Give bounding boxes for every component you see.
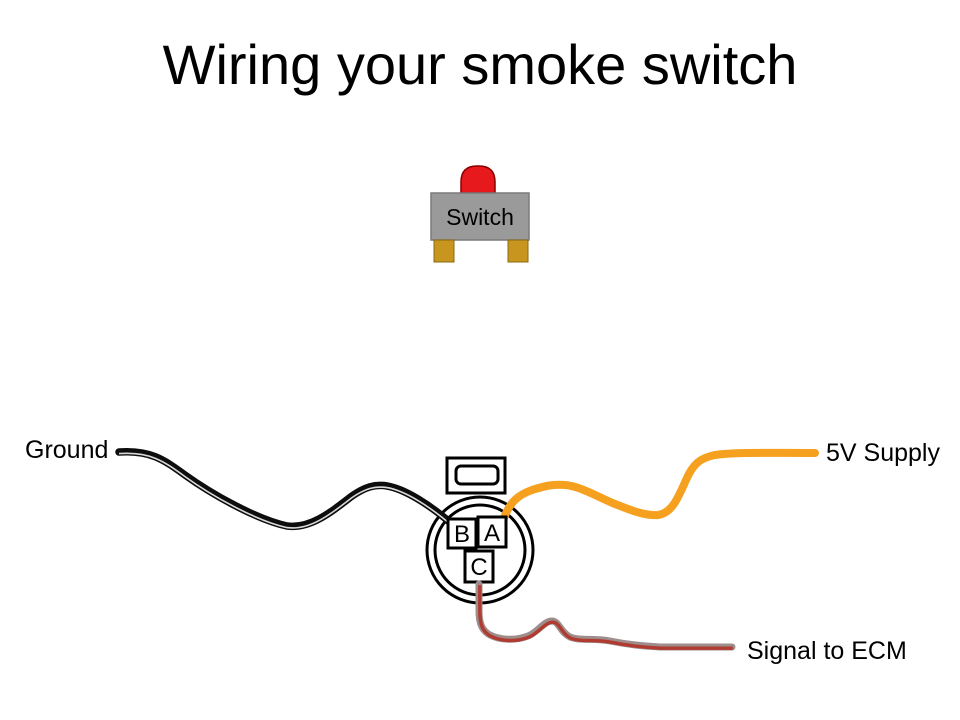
switch-graphic: Switch — [430, 165, 530, 263]
switch-label: Switch — [446, 204, 514, 230]
ground-wire — [115, 447, 456, 531]
page-title: Wiring your smoke switch — [163, 33, 798, 96]
pin-a-box — [476, 515, 508, 549]
signal-wire-core — [478, 585, 733, 650]
supply-wire — [500, 448, 819, 522]
signal-wire-group — [475, 580, 736, 651]
ground-label: Ground — [25, 436, 108, 464]
supply-label: 5V Supply — [826, 439, 940, 467]
signal-wire-sheath — [475, 580, 736, 651]
connector-pins: B A C — [446, 515, 508, 584]
connector-tab-slot — [454, 464, 500, 486]
signal-label: Signal to ECM — [747, 637, 907, 665]
pin-a-label: A — [484, 520, 500, 547]
pin-c-box — [463, 549, 495, 584]
ground-wire-stripe — [118, 452, 453, 529]
pin-b-box — [446, 517, 478, 550]
pin-c-label: C — [470, 554, 487, 581]
switch-leg-right — [507, 239, 529, 263]
ground-wire-group — [115, 447, 456, 531]
switch-button-cap-icon — [460, 165, 496, 194]
switch-leg-left — [433, 239, 455, 263]
pin-b-label: B — [454, 521, 470, 548]
switch-body — [430, 192, 530, 241]
